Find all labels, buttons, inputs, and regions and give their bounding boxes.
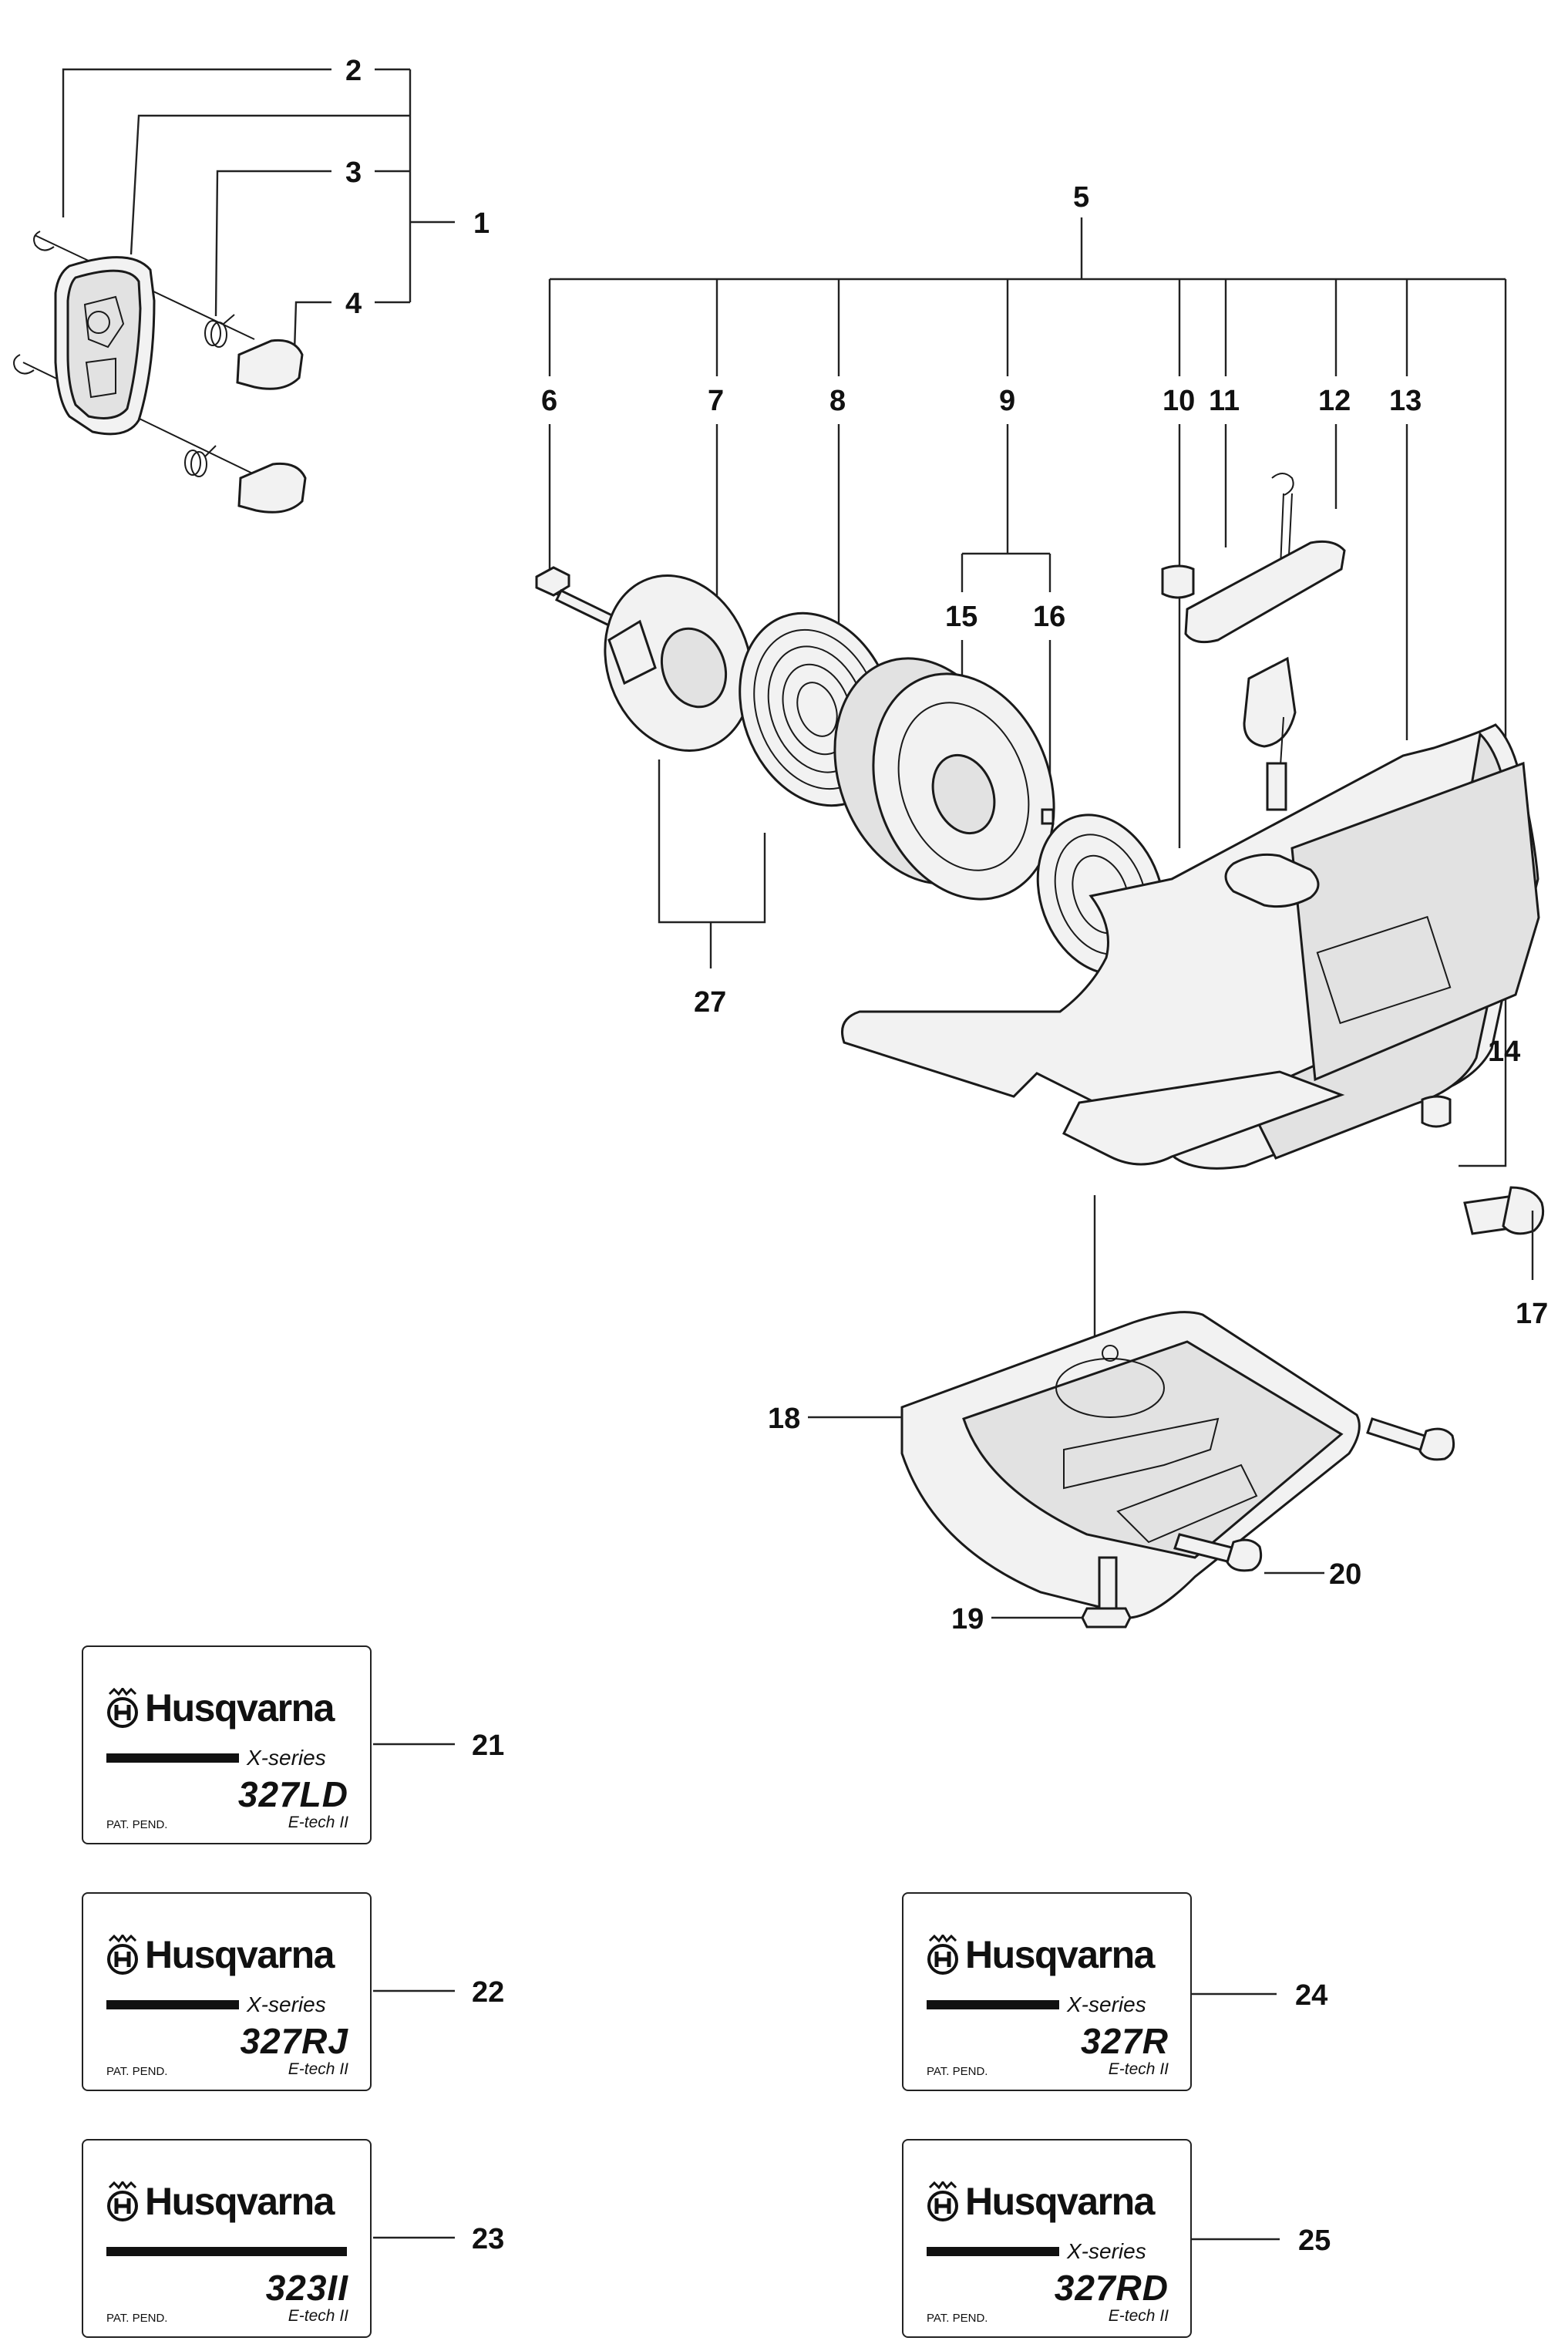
callout-15: 15 <box>945 601 977 633</box>
callout-18: 18 <box>768 1403 800 1435</box>
brand-name: Husqvarna <box>965 1933 1155 1976</box>
husqvarna-crown-icon <box>107 1688 138 1728</box>
decal-etech: E-tech II <box>288 2060 348 2078</box>
callout-20: 20 <box>1329 1558 1361 1591</box>
brand-logo: Husqvarna <box>105 1686 335 1730</box>
decal-model: 327RJ <box>240 2021 348 2061</box>
decal-327ld: Husqvarna X-series 327LD PAT. PEND. E-te… <box>82 1645 372 1844</box>
starter-leader-lines <box>548 217 1507 1167</box>
callout-14: 14 <box>1488 1036 1520 1068</box>
decal-model: 327R <box>1081 2021 1169 2061</box>
callout-25: 25 <box>1298 2225 1331 2257</box>
decal-model: 327LD <box>237 1774 348 1814</box>
callout-11: 11 <box>1209 385 1240 417</box>
brand-logo: Husqvarna <box>105 1932 335 1977</box>
callout-21: 21 <box>472 1730 504 1762</box>
husqvarna-crown-icon <box>927 1935 958 1975</box>
callout-5: 5 <box>1073 181 1089 214</box>
callout-27: 27 <box>694 986 726 1019</box>
brand-name: Husqvarna <box>965 2180 1155 2223</box>
decal-pat-pend: PAT. PEND. <box>106 2065 168 2078</box>
bottom-plate <box>373 1195 1455 2241</box>
brand-name: Husqvarna <box>145 2180 335 2223</box>
starter-parts <box>535 473 1545 1280</box>
decal-pat-pend: PAT. PEND. <box>927 2065 988 2078</box>
callout-6: 6 <box>541 385 557 417</box>
decal-series: X-series <box>247 1746 326 1770</box>
decal-stripe <box>106 2000 239 2009</box>
callout-19: 19 <box>951 1603 984 1635</box>
brand-logo: Husqvarna <box>925 2179 1155 2224</box>
decal-327rd: Husqvarna X-series 327RD PAT. PEND. E-te… <box>902 2139 1192 2338</box>
decal-series: X-series <box>247 1992 326 2016</box>
decal-model: 323II <box>265 2268 348 2308</box>
brand-logo: Husqvarna <box>105 2179 335 2224</box>
callout-3: 3 <box>345 157 362 189</box>
callout-4: 4 <box>345 288 362 320</box>
callout-7: 7 <box>708 385 724 417</box>
decal-etech: E-tech II <box>288 2307 348 2325</box>
decal-series: X-series <box>1067 1992 1146 2016</box>
decal-etech: E-tech II <box>1108 2060 1169 2078</box>
decal-series: X-series <box>1067 2239 1146 2263</box>
callout-17: 17 <box>1516 1298 1548 1330</box>
callout-8: 8 <box>829 385 846 417</box>
callout-22: 22 <box>472 1976 504 2009</box>
husqvarna-crown-icon <box>107 2181 138 2221</box>
callout-labels: 1 2 3 4 5 6 7 8 9 10 11 12 13 14 15 16 1… <box>345 55 1548 2257</box>
callout-9: 9 <box>999 385 1015 417</box>
decal-pat-pend: PAT. PEND. <box>927 2312 988 2325</box>
brand-logo: Husqvarna <box>925 1932 1155 1977</box>
decal-stripe <box>927 2247 1059 2256</box>
decal-model: 327RD <box>1054 2268 1169 2308</box>
decal-323ii: Husqvarna 323II PAT. PEND. E-tech II <box>82 2139 372 2338</box>
husqvarna-crown-icon <box>107 1935 138 1975</box>
brand-name: Husqvarna <box>145 1686 335 1730</box>
husqvarna-crown-icon <box>927 2181 958 2221</box>
callout-16: 16 <box>1033 601 1065 633</box>
decal-pat-pend: PAT. PEND. <box>106 2312 168 2325</box>
decal-stripe <box>106 1753 239 1763</box>
callout-12: 12 <box>1318 385 1351 417</box>
decal-pat-pend: PAT. PEND. <box>106 1818 168 1831</box>
decal-etech: E-tech II <box>1108 2307 1169 2325</box>
callout-10: 10 <box>1163 385 1195 417</box>
callout-2: 2 <box>345 55 362 87</box>
callout-1: 1 <box>473 207 490 240</box>
decal-etech: E-tech II <box>288 1814 348 1831</box>
decal-stripe <box>927 2000 1059 2009</box>
callout-13: 13 <box>1389 385 1422 417</box>
brand-name: Husqvarna <box>145 1933 335 1976</box>
decal-stripe <box>106 2247 347 2256</box>
callout-23: 23 <box>472 2223 504 2255</box>
cover-assembly <box>13 68 455 514</box>
decal-327r: Husqvarna X-series 327R PAT. PEND. E-tec… <box>902 1892 1192 2091</box>
callout-24: 24 <box>1295 1979 1327 2012</box>
decal-327rj: Husqvarna X-series 327RJ PAT. PEND. E-te… <box>82 1892 372 2091</box>
